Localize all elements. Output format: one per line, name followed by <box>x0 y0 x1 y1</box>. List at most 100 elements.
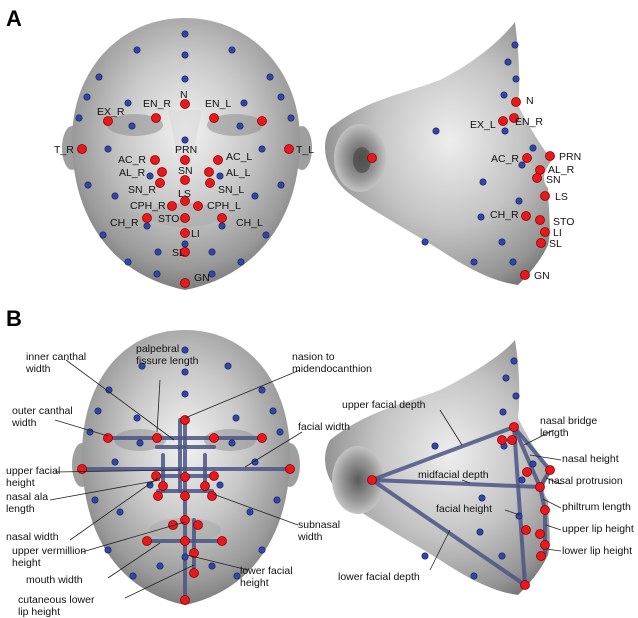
blue-dot <box>209 563 215 569</box>
label-sn-l: SN_L <box>218 184 244 196</box>
blue-dot <box>96 74 102 80</box>
label-ex-r: EX_R <box>97 106 125 118</box>
landmark-al-l <box>201 482 210 491</box>
blue-dot <box>209 249 215 255</box>
blue-dot <box>229 47 235 53</box>
blue-dot <box>252 193 258 199</box>
blue-dot <box>137 440 143 446</box>
landmark-ac-r <box>523 154 532 163</box>
blue-dot <box>182 52 188 58</box>
label-upper-lip: upper lip height <box>562 523 634 535</box>
blue-dot <box>511 358 517 364</box>
landmark-t-l <box>286 465 295 474</box>
blue-dot <box>112 193 118 199</box>
landmark-cph-l <box>194 202 203 211</box>
label-nasal-height: nasal height <box>562 453 619 465</box>
blue-dot <box>85 182 91 188</box>
landmark-en-r <box>153 434 162 443</box>
blue-dot <box>530 145 536 151</box>
blue-dot <box>513 76 519 82</box>
label-li: LI <box>191 228 200 240</box>
label-cph-r: CPH_R <box>130 200 166 212</box>
label-n: N <box>180 89 188 101</box>
blue-dot <box>422 553 428 559</box>
blue-dot <box>502 128 508 134</box>
landmark-prn <box>181 156 190 165</box>
landmark-ex-l <box>499 117 508 126</box>
label-upper-facial-depth: upper facial depth <box>342 399 426 411</box>
blue-dot <box>278 182 284 188</box>
landmark-sto <box>181 537 190 546</box>
landmark-t-r <box>78 465 87 474</box>
blue-dot <box>225 363 231 369</box>
blue-dot <box>95 408 101 414</box>
landmark-ac-l <box>210 472 219 481</box>
blue-dot <box>112 459 118 465</box>
blue-dot <box>157 563 163 569</box>
landmark-ex-l <box>258 434 267 443</box>
panel-a-letter: A <box>6 6 22 31</box>
label-nasal-width: nasal width <box>6 531 59 543</box>
landmark-sn-r <box>156 179 165 188</box>
blue-dot <box>259 146 265 152</box>
blue-dot <box>500 409 506 415</box>
label-en-r: EN_R <box>143 98 171 110</box>
blue-dot <box>182 76 188 82</box>
landmark-ex <box>498 436 507 445</box>
blue-dot <box>182 369 188 375</box>
blue-dot <box>433 128 439 134</box>
landmark-ls <box>541 192 550 201</box>
blue-dot <box>432 443 438 449</box>
blue-dot <box>259 387 265 393</box>
label-facial-height: facial height <box>436 503 492 515</box>
label-prn: PRN <box>559 151 581 163</box>
label-lower-facial: lower facialheight <box>240 565 293 589</box>
landmark-ls <box>541 506 550 515</box>
blue-dot <box>530 461 536 467</box>
blue-dot <box>76 115 82 121</box>
landmark-prn <box>546 466 555 475</box>
landmark-ch-l <box>218 214 227 223</box>
blue-dot <box>105 146 111 152</box>
label-cph-l: CPH_L <box>207 200 241 212</box>
label-nasal-ala: nasal alalength <box>6 491 48 515</box>
label-en-l: EN_L <box>205 98 231 110</box>
label-sn-r: SN_R <box>128 184 156 196</box>
label-ls: LS <box>178 188 191 200</box>
label-ch-r: CH_R <box>110 217 139 229</box>
blue-dot <box>84 94 90 100</box>
label-subnasal: subnasalwidth <box>297 519 340 543</box>
landmark-en-l <box>210 114 219 123</box>
blue-dot <box>510 259 516 265</box>
blue-dot <box>505 59 511 65</box>
blue-dot <box>422 239 428 245</box>
blue-dot <box>480 179 486 185</box>
blue-dot <box>512 42 518 48</box>
landmark-sn-r <box>154 492 163 501</box>
blue-dot <box>144 223 150 229</box>
landmark-cph-r <box>168 202 177 211</box>
landmark-ch-r <box>143 537 152 546</box>
landmark-ch-r <box>143 214 152 223</box>
landmark-t-r <box>78 145 87 154</box>
blue-dot <box>134 415 140 421</box>
landmark-sto <box>181 214 190 223</box>
label-lower-facial-depth: lower facial depth <box>338 571 420 583</box>
blue-dot <box>263 232 269 238</box>
label-sn: SN <box>178 165 193 177</box>
label-facial-width: facial width <box>298 421 350 433</box>
blue-dot <box>125 100 131 106</box>
blue-dot <box>478 214 484 220</box>
label-sl: SL <box>549 238 562 250</box>
landmark-gn <box>521 581 530 590</box>
label-t-l: T_L <box>296 144 314 156</box>
landmark-al-r <box>158 168 167 177</box>
blue-dot <box>270 408 276 414</box>
label-prn: PRN <box>175 144 197 156</box>
label-en-r: EN_R <box>515 116 543 128</box>
landmark-gn <box>181 596 190 605</box>
landmark-en-r <box>152 114 161 123</box>
blue-dot <box>92 497 98 503</box>
blue-dot <box>471 573 477 579</box>
